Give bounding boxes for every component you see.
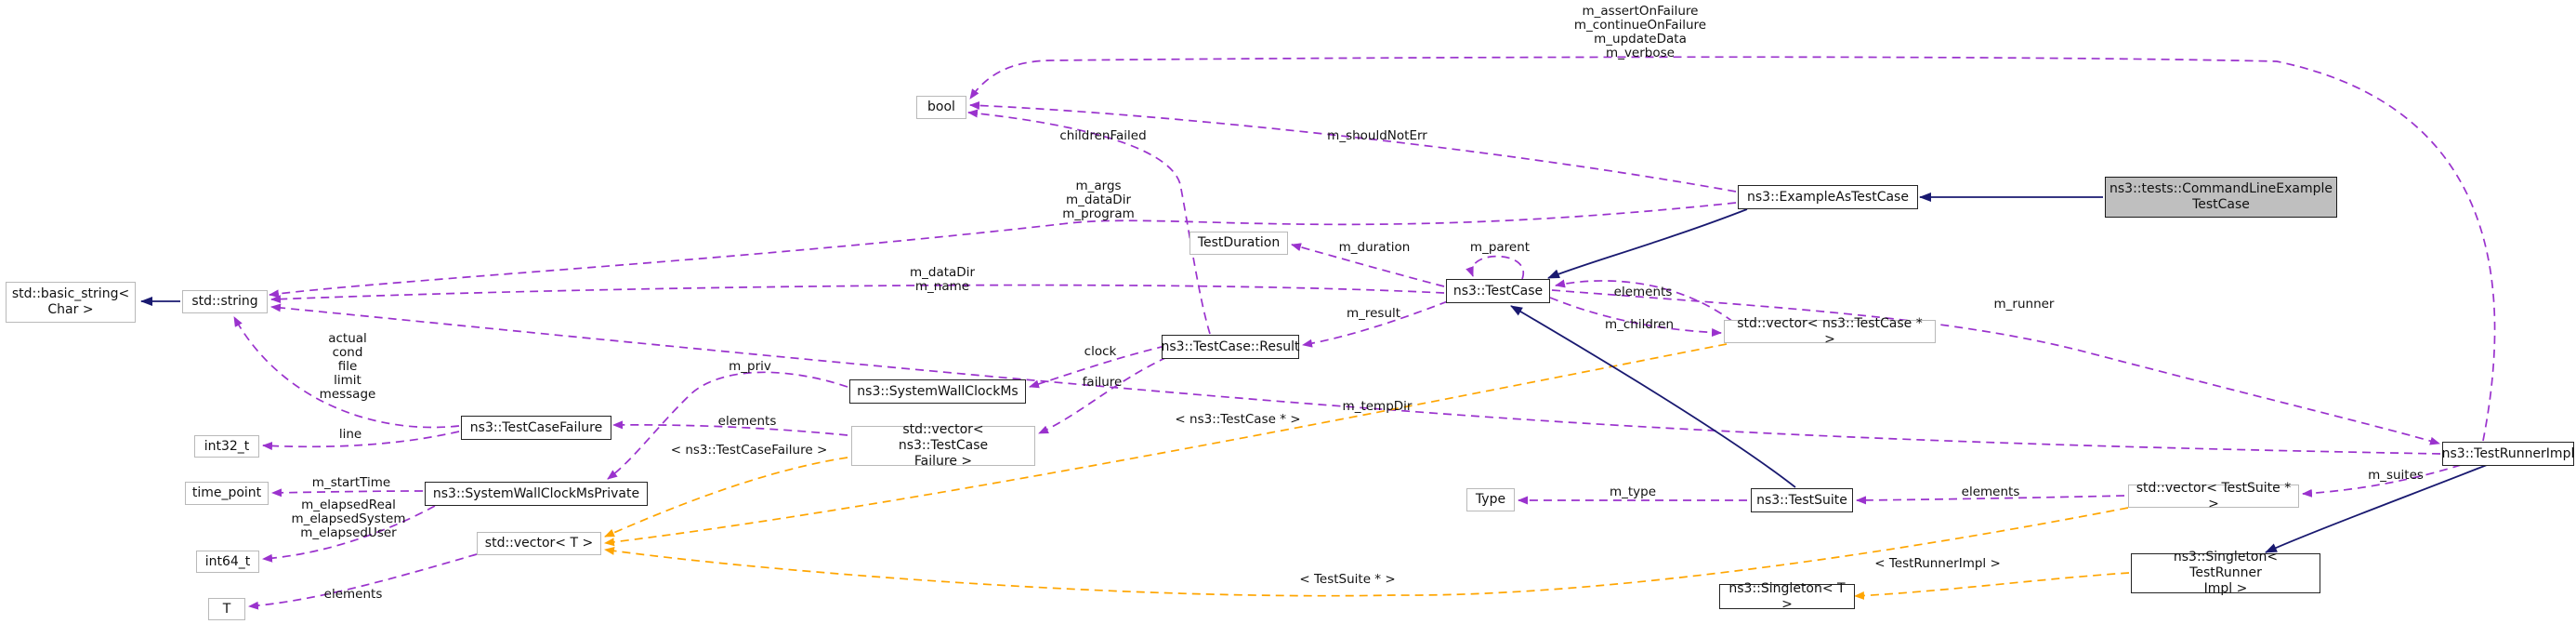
edge-priv xyxy=(607,371,848,480)
edge-elements-test-case xyxy=(1555,279,1734,323)
node-singleton-test-runner-impl[interactable]: ns3::Singleton< TestRunner Impl > xyxy=(2131,550,2320,596)
edge-inherit-example xyxy=(1547,208,1748,279)
edge-elapsed-group xyxy=(262,505,436,563)
edge-temp-dir xyxy=(270,303,2441,455)
node-command-line-example-test-case[interactable]: ns3::tests::CommandLineExample TestCase xyxy=(2105,177,2337,218)
node-test-runner-impl[interactable]: ns3::TestRunnerImpl xyxy=(2442,442,2574,466)
node-vector-test-case-failure[interactable]: std::vector< ns3::TestCase Failure > xyxy=(851,422,1035,469)
node-bool[interactable]: bool xyxy=(916,96,966,119)
edge-elements-t xyxy=(248,553,478,610)
node-system-wall-clock-ms-private[interactable]: ns3::SystemWallClockMsPrivate xyxy=(425,482,648,506)
edge-suites xyxy=(2302,464,2462,498)
edge-line xyxy=(262,431,460,451)
edge-duration xyxy=(1291,243,1445,287)
node-vector-t[interactable]: std::vector< T > xyxy=(477,532,601,555)
node-test-case[interactable]: ns3::TestCase xyxy=(1446,279,1550,303)
edge-start-time xyxy=(271,488,424,498)
node-system-wall-clock-ms[interactable]: ns3::SystemWallClockMs xyxy=(849,379,1026,404)
edge-datadir-name xyxy=(270,284,1445,304)
node-test-duration[interactable]: TestDuration xyxy=(1189,232,1288,255)
node-std-string[interactable]: std::string xyxy=(182,290,268,313)
node-std-basic-string[interactable]: std::basic_string< Char > xyxy=(6,282,136,323)
edge-children-failed xyxy=(967,109,1211,335)
edge-inherit-testsuite xyxy=(1510,305,1796,488)
edge-actual-group xyxy=(233,316,460,429)
edge-inherit-testrunner xyxy=(2265,464,2488,553)
node-test-case-failure[interactable]: ns3::TestCaseFailure xyxy=(461,416,611,440)
edge-assert-group xyxy=(969,56,2496,442)
edge-tpl-test-suite-ptr xyxy=(604,507,2129,597)
node-int32-t[interactable]: int32_t xyxy=(194,435,259,458)
node-test-case-result[interactable]: ns3::TestCase::Result xyxy=(1161,335,1300,359)
edge-elements-failure xyxy=(612,420,848,436)
edge-args-group xyxy=(269,202,1737,299)
node-vector-test-case-ptr[interactable]: std::vector< ns3::TestCase * > xyxy=(1724,316,1936,347)
node-type[interactable]: Type xyxy=(1466,488,1515,511)
node-t[interactable]: T xyxy=(208,598,245,620)
node-vector-test-suite-ptr[interactable]: std::vector< TestSuite * > xyxy=(2128,481,2299,511)
node-test-suite[interactable]: ns3::TestSuite xyxy=(1751,488,1853,512)
edge-elements-suite xyxy=(1856,495,2125,505)
edge-tpl-test-runner-impl xyxy=(1854,572,2130,600)
node-singleton-t[interactable]: ns3::Singleton< T > xyxy=(1719,581,1855,612)
edge-failure xyxy=(1038,356,1168,434)
node-example-as-test-case[interactable]: ns3::ExampleAsTestCase xyxy=(1738,185,1918,209)
node-time-point[interactable]: time_point xyxy=(185,482,269,505)
edge-parent-loop xyxy=(1465,255,1525,280)
node-int64-t[interactable]: int64_t xyxy=(196,551,259,573)
edge-runner xyxy=(1551,289,2440,445)
edge-children xyxy=(1549,297,1722,338)
edge-tpl-test-case-ptr xyxy=(604,343,1728,547)
edge-should-not-err xyxy=(969,100,1737,193)
edge-clock xyxy=(1029,345,1166,389)
edge-tpl-test-case-failure xyxy=(604,457,848,538)
edge-result xyxy=(1302,300,1449,348)
